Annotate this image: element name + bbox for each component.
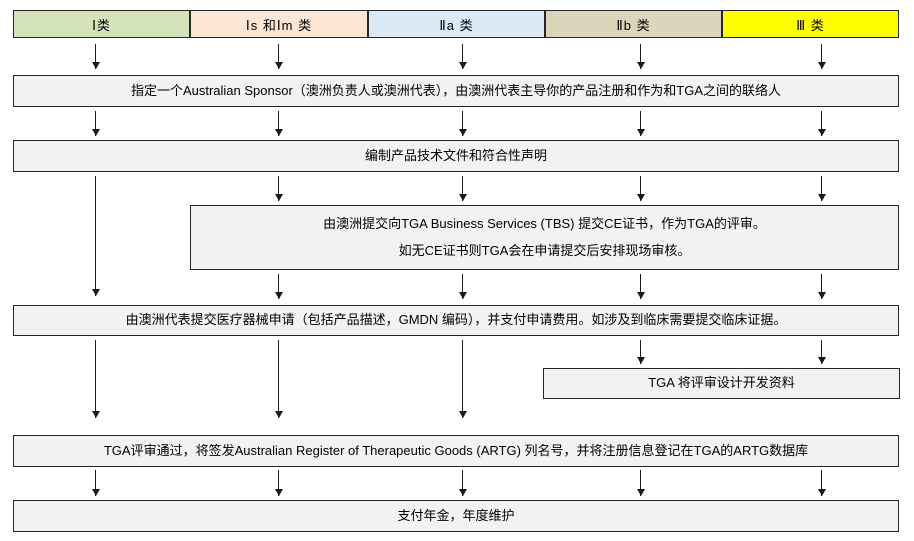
down-arrow [637, 176, 645, 201]
class-box-1: Ⅰ类 [13, 10, 190, 38]
step-design-review-box: TGA 将评审设计开发资料 [543, 368, 900, 399]
down-arrow [459, 470, 467, 496]
class-box-3: Ⅲ 类 [722, 10, 899, 38]
step-sponsor-box: 指定一个Australian Sponsor（澳洲负责人或澳洲代表），由澳洲代表… [13, 75, 899, 107]
down-arrow-long [92, 176, 100, 296]
down-arrow-long [92, 340, 100, 418]
step-application-box: 由澳洲代表提交医疗器械申请（包括产品描述，GMDN 编码），并支付申请费用。如涉… [13, 305, 899, 336]
class-box-1s-1m: Ⅰs 和Ⅰm 类 [190, 10, 368, 38]
step-tech-docs-box: 编制产品技术文件和符合性声明 [13, 140, 899, 172]
down-arrow [637, 340, 645, 364]
down-arrow-long [459, 340, 467, 418]
tbs-line-2: 如无CE证书则TGA会在申请提交后安排现场审核。 [398, 242, 691, 258]
down-arrow [275, 470, 283, 496]
down-arrow [818, 470, 826, 496]
down-arrow [275, 44, 283, 69]
down-arrow [459, 44, 467, 69]
class-box-2a: Ⅱa 类 [368, 10, 545, 38]
down-arrow [818, 176, 826, 201]
down-arrow [459, 111, 467, 136]
down-arrow [275, 274, 283, 299]
down-arrow [637, 274, 645, 299]
down-arrow [92, 470, 100, 496]
down-arrow [818, 274, 826, 299]
down-arrow [275, 176, 283, 201]
down-arrow [818, 340, 826, 364]
tbs-line-1: 由澳洲提交向TGA Business Services (TBS) 提交CE证书… [323, 216, 766, 232]
down-arrow [818, 44, 826, 69]
down-arrow [459, 274, 467, 299]
step-annual-fee-box: 支付年金，年度维护 [13, 500, 899, 532]
down-arrow [637, 470, 645, 496]
step-artg-box: TGA评审通过，将签发Australian Register of Therap… [13, 435, 899, 467]
down-arrow [818, 111, 826, 136]
down-arrow [92, 44, 100, 69]
down-arrow [459, 176, 467, 201]
down-arrow [275, 111, 283, 136]
down-arrow [637, 111, 645, 136]
step-tbs-box: 由澳洲提交向TGA Business Services (TBS) 提交CE证书… [190, 205, 899, 270]
class-box-2b: Ⅱb 类 [545, 10, 722, 38]
down-arrow-long [275, 340, 283, 418]
down-arrow [92, 111, 100, 136]
down-arrow [637, 44, 645, 69]
